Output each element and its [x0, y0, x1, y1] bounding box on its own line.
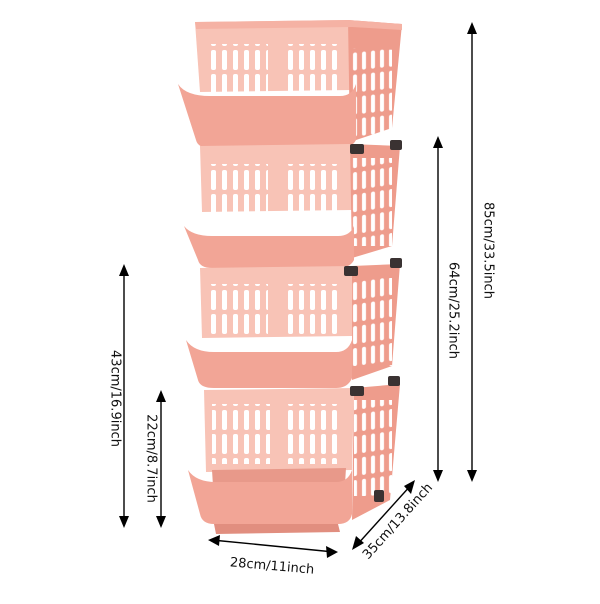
arrow-width — [211, 539, 335, 553]
arrow-two-tier-height-head-top — [119, 264, 129, 276]
basket-2-clip-left — [350, 144, 364, 154]
basket-3-side-slots — [352, 278, 392, 366]
label-single-tier-height: 22cm/8.7inch — [143, 414, 159, 503]
arrow-total-height-head-bottom — [467, 470, 477, 482]
arrow-depth-head-top — [404, 480, 415, 494]
basket-4-foot — [374, 490, 384, 502]
basket-4-front-lip — [188, 470, 352, 524]
label-total-height: 85cm/33.5inch — [480, 202, 496, 299]
basket-3-back-slots-right — [286, 284, 342, 336]
basket-2-side-slots — [352, 158, 392, 246]
basket-4-side-slots — [354, 400, 392, 496]
label-two-tier-height: 43cm/16.9inch — [107, 350, 123, 447]
basket-3-back-slots — [210, 284, 268, 336]
basket-tier-2 — [184, 140, 402, 268]
basket-3-clip-right — [390, 258, 402, 268]
label-upper-height: 64cm/25.2inch — [445, 262, 461, 359]
basket-4-clip-left — [350, 386, 364, 396]
basket-1-front-lip — [178, 84, 356, 148]
basket-4-back-slots-right — [286, 404, 342, 464]
basket-4-clip-right — [388, 376, 400, 386]
basket-2-clip-right — [390, 140, 402, 150]
arrow-single-tier-height-head-top — [156, 390, 166, 402]
basket-2-front-lip — [184, 226, 354, 268]
basket-1-back-slots — [208, 44, 268, 92]
basket-1-rim — [195, 20, 402, 30]
basket-3-clip-left — [344, 266, 358, 276]
arrow-depth — [355, 483, 413, 547]
basket-2-back-slots — [210, 164, 268, 214]
arrow-total-height-head-top — [467, 22, 477, 34]
arrow-single-tier-height-head-bottom — [156, 516, 166, 528]
arrow-two-tier-height-head-bottom — [119, 516, 129, 528]
basket-tier-1 — [178, 20, 402, 148]
basket-tier-4 — [188, 376, 400, 534]
basket-2-back-slots-right — [286, 164, 342, 214]
arrow-upper-height-head-bottom — [433, 470, 443, 482]
basket-1-side-slots — [350, 48, 392, 140]
arrow-width-head-right — [326, 546, 338, 558]
basket-3-front-lip — [186, 340, 352, 388]
dimension-arrows — [119, 22, 477, 558]
basket-1-back-slots-right — [285, 44, 341, 92]
arrow-width-head-left — [208, 535, 220, 546]
arrow-depth-head-bottom — [352, 536, 364, 550]
basket-4-back-slots — [212, 404, 270, 464]
arrow-upper-height-head-top — [433, 136, 443, 148]
basket-4-base — [214, 524, 340, 534]
basket-tier-3 — [186, 258, 402, 388]
